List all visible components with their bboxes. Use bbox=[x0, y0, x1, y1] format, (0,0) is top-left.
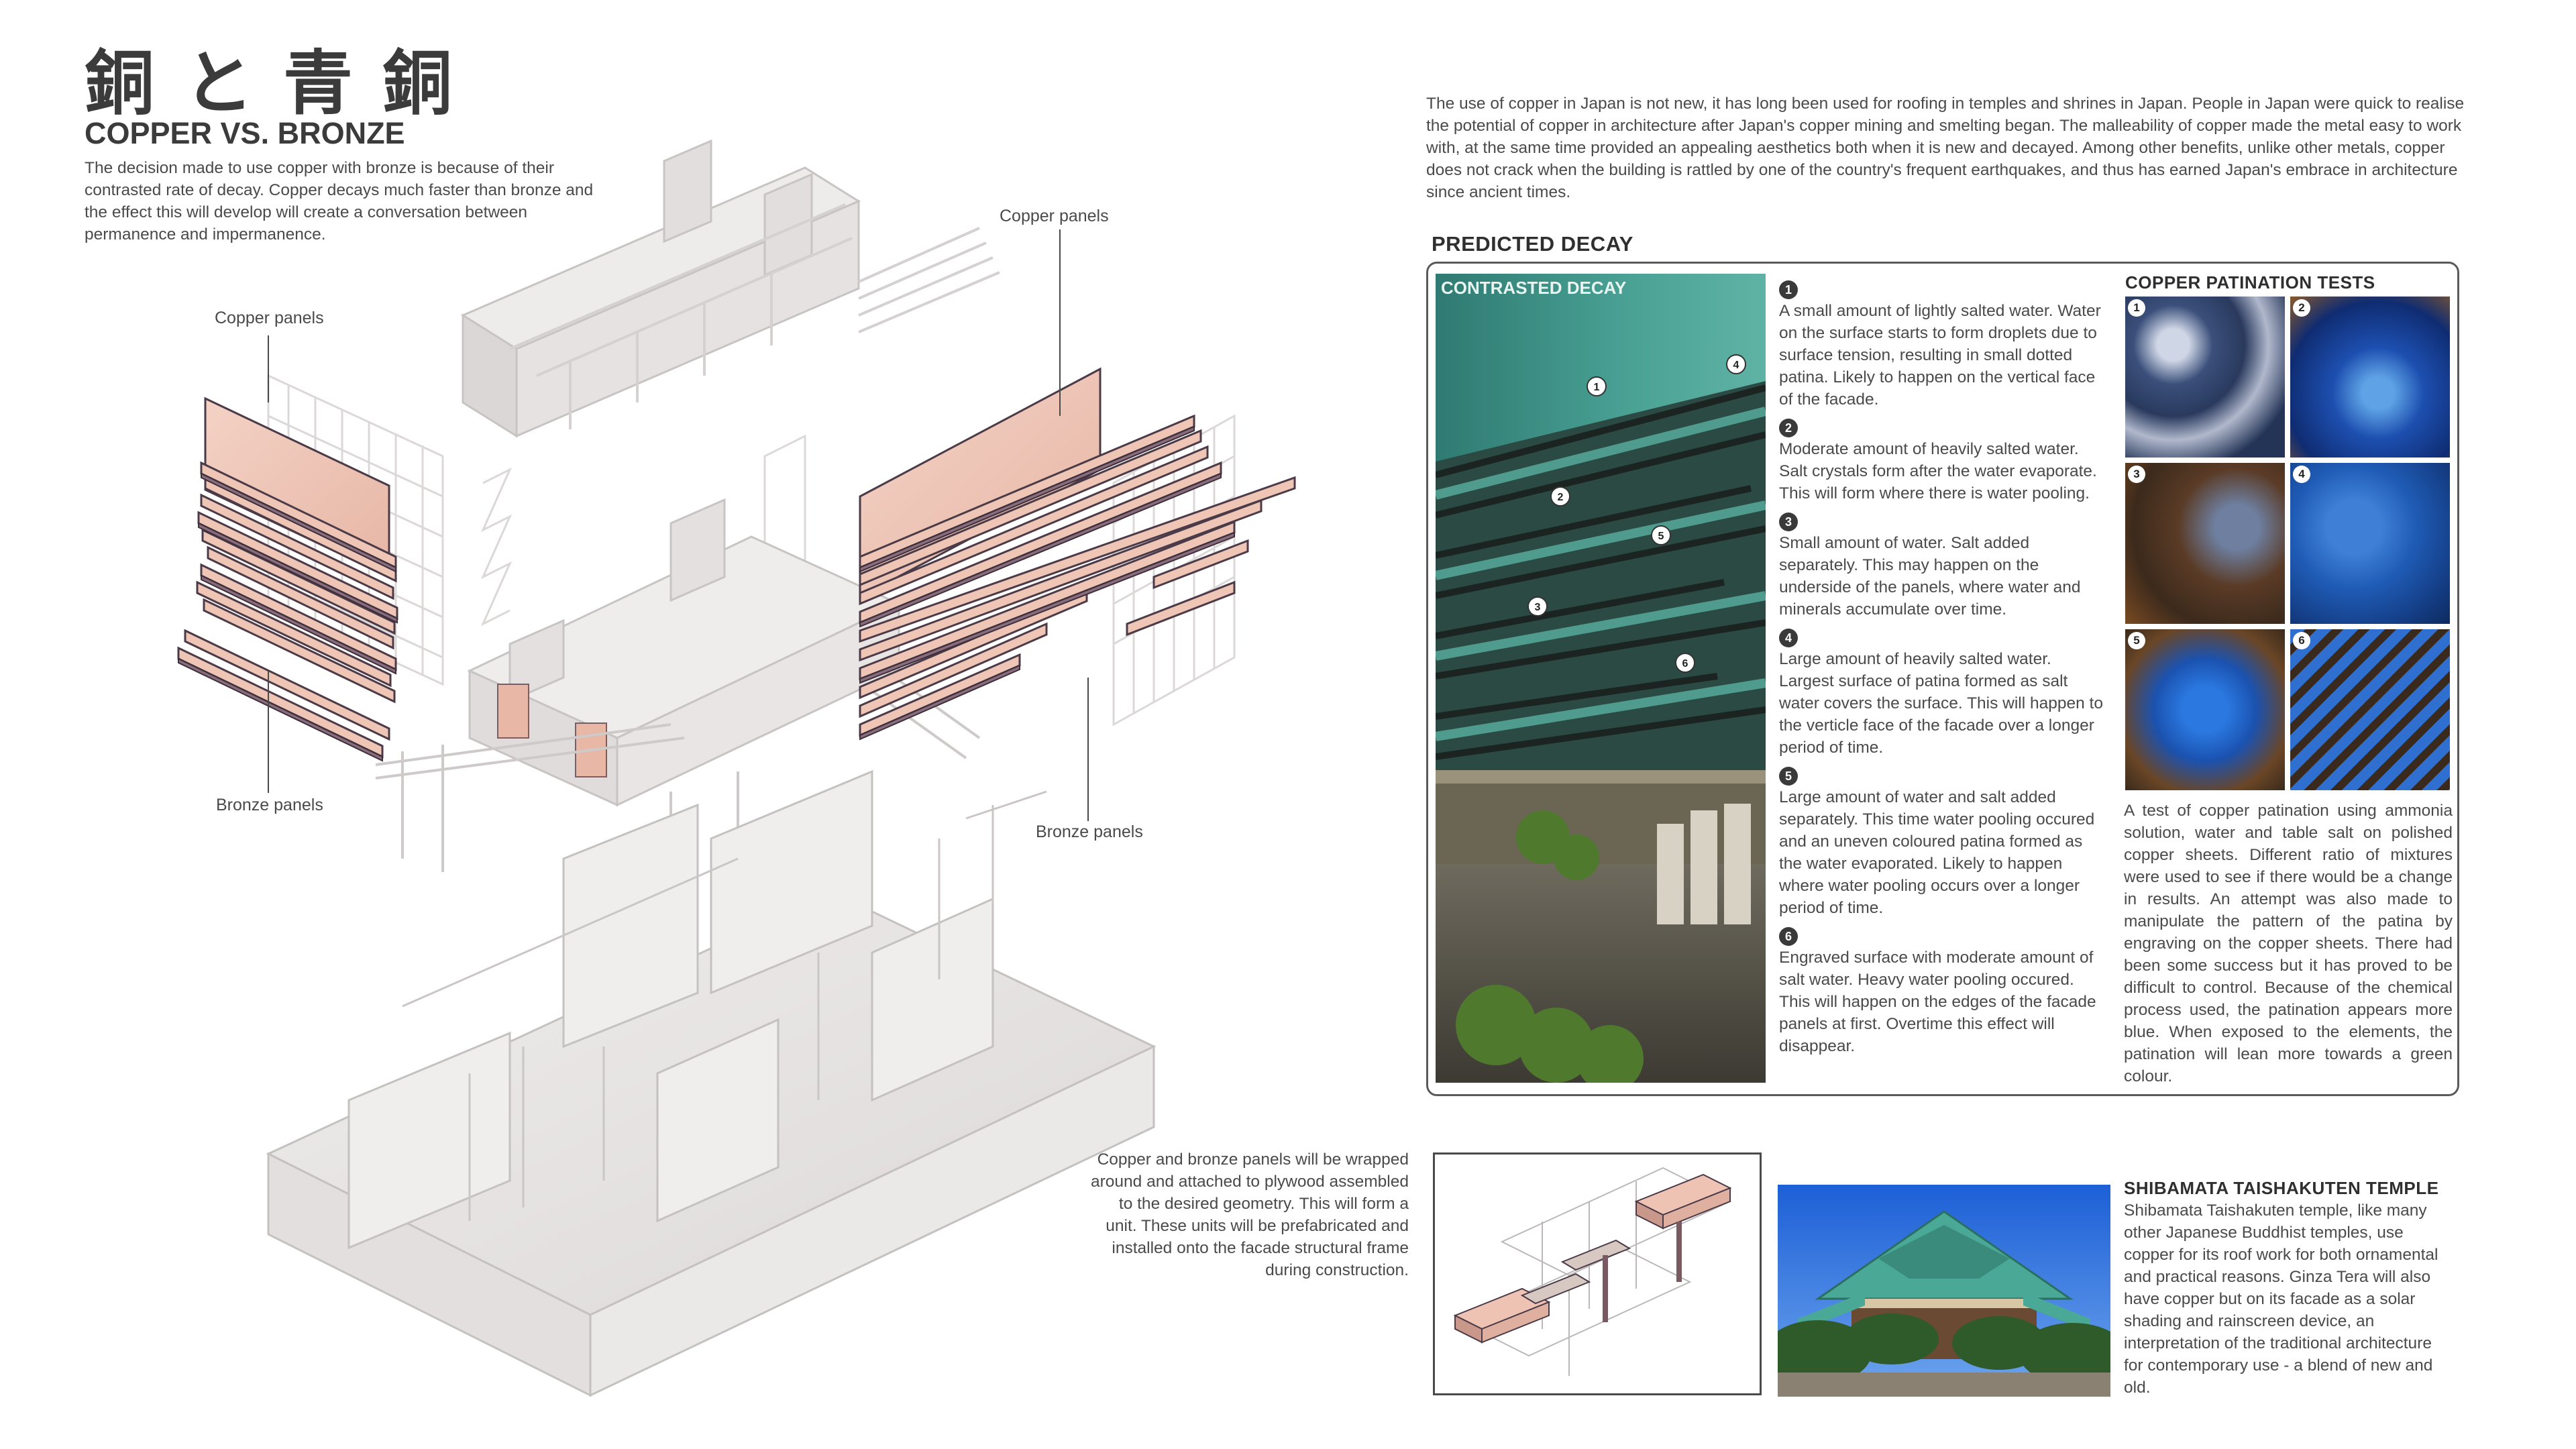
decay-item-text: Large amount of water and salt added sep… bbox=[1779, 788, 2095, 917]
decay-item-text: Large amount of heavily salted water. La… bbox=[1779, 650, 2103, 757]
patination-tests-title: COPPER PATINATION TESTS bbox=[2125, 272, 2375, 292]
patination-test-tile: 4 bbox=[2290, 463, 2450, 624]
predicted-decay-title: PREDICTED DECAY bbox=[1432, 232, 1633, 256]
base-structure bbox=[402, 790, 1047, 1221]
decay-item-text: Small amount of water. Salt added separa… bbox=[1779, 534, 2081, 619]
decay-item: 3 Small amount of water. Salt added sepa… bbox=[1779, 510, 2106, 621]
svg-text:1: 1 bbox=[1594, 382, 1600, 393]
tile-number: 6 bbox=[2293, 632, 2310, 649]
label-bronze-panels-right: Bronze panels bbox=[1036, 822, 1143, 841]
page-title: COPPER VS. BRONZE bbox=[85, 116, 405, 150]
svg-text:2: 2 bbox=[1558, 492, 1564, 503]
decay-item-number: 2 bbox=[1779, 419, 1798, 437]
decay-item-number: 1 bbox=[1779, 280, 1798, 299]
mid-level-volume bbox=[467, 498, 902, 807]
decay-item-text: A small amount of lightly salted water. … bbox=[1779, 302, 2101, 409]
svg-text:3: 3 bbox=[1535, 602, 1541, 613]
patination-test-tile: 5 bbox=[2125, 629, 2285, 790]
predicted-decay-panel bbox=[1426, 262, 2459, 1096]
unit-assembly-description: Copper and bronze panels will be wrapped… bbox=[1091, 1150, 1409, 1279]
tile-number: 4 bbox=[2293, 466, 2310, 483]
decay-item: 5 Large amount of water and salt added s… bbox=[1779, 764, 2106, 919]
decay-item-list: 1 A small amount of lightly salted water… bbox=[1779, 278, 2106, 1063]
contrasted-decay-label: CONTRASTED DECAY bbox=[1441, 278, 1627, 298]
patination-tests-description: A test of copper patination using ammoni… bbox=[2124, 802, 2453, 1085]
decay-item-number: 3 bbox=[1779, 513, 1798, 531]
patination-test-tile: 6 bbox=[2290, 629, 2450, 790]
decay-item: 2 Moderate amount of heavily salted wate… bbox=[1779, 416, 2106, 504]
decay-item-number: 6 bbox=[1779, 927, 1798, 946]
label-copper-panels-right: Copper panels bbox=[1000, 207, 1109, 225]
svg-text:4: 4 bbox=[1733, 360, 1739, 371]
tile-number: 2 bbox=[2293, 299, 2310, 317]
right-copper-panel-group bbox=[859, 367, 1296, 741]
svg-text:5: 5 bbox=[1658, 531, 1664, 542]
tile-number: 1 bbox=[2128, 299, 2145, 317]
intro-paragraph: The decision made to use copper with bro… bbox=[85, 159, 594, 244]
contrasted-decay-render: 1 4 2 5 3 6 bbox=[1436, 274, 1766, 1083]
decay-item: 4 Large amount of heavily salted water. … bbox=[1779, 626, 2106, 759]
decay-item-number: 5 bbox=[1779, 767, 1798, 786]
exploded-axonometric-drawing bbox=[177, 139, 1296, 1397]
patination-test-tile: 1 bbox=[2125, 297, 2285, 458]
decay-item-number: 4 bbox=[1779, 629, 1798, 647]
temple-title: SHIBAMATA TAISHAKUTEN TEMPLE bbox=[2124, 1178, 2439, 1198]
label-bronze-panels-left: Bronze panels bbox=[216, 796, 323, 814]
tile-number: 5 bbox=[2128, 632, 2145, 649]
copper-history-paragraph: The use of copper in Japan is not new, i… bbox=[1426, 95, 2465, 201]
label-copper-panels-left: Copper panels bbox=[215, 309, 324, 327]
roof-volume bbox=[460, 139, 861, 438]
left-copper-panel-group bbox=[177, 396, 398, 762]
tile-number: 3 bbox=[2128, 466, 2145, 483]
patination-test-tile: 2 bbox=[2290, 297, 2450, 458]
roof-structure bbox=[509, 203, 1000, 429]
patination-test-grid: 1 2 3 4 5 6 bbox=[2125, 297, 2450, 793]
decay-item-text: Engraved surface with moderate amount of… bbox=[1779, 949, 2096, 1055]
decay-item: 6 Engraved surface with moderate amount … bbox=[1779, 924, 2106, 1057]
svg-text:6: 6 bbox=[1682, 658, 1688, 669]
japanese-title: 銅と青銅 bbox=[85, 42, 482, 124]
decay-item: 1 A small amount of lightly salted water… bbox=[1779, 278, 2106, 411]
decay-item-text: Moderate amount of heavily salted water.… bbox=[1779, 440, 2097, 502]
temple-description: Shibamata Taishakuten temple, like many … bbox=[2124, 1201, 2438, 1397]
patination-test-tile: 3 bbox=[2125, 463, 2285, 624]
shibamata-temple-photo bbox=[1778, 1185, 2110, 1397]
unit-assembly-diagram bbox=[1433, 1152, 1762, 1395]
